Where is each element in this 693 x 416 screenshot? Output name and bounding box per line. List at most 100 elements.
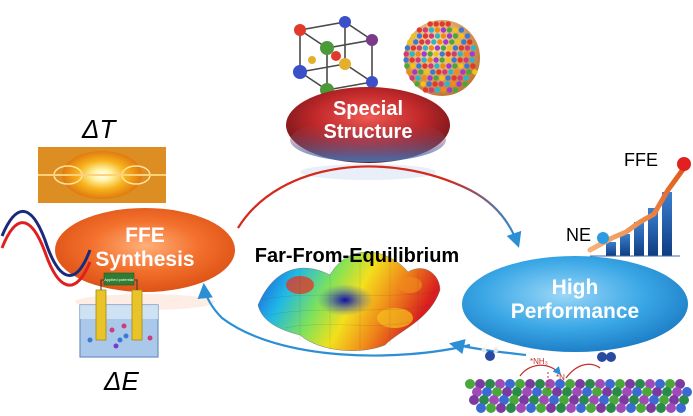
nanoparticle-atom [451, 51, 457, 57]
surface-atom [535, 379, 545, 389]
surface-atom [602, 387, 612, 397]
nanoparticle-atom [416, 27, 423, 33]
nanoparticle-atom [416, 33, 423, 39]
electrochemical-cell-icon: Applied potential [79, 272, 159, 358]
nanoparticle-atom [449, 39, 455, 45]
nanoparticle-atom [466, 69, 472, 75]
nanoparticle-atom [438, 81, 444, 87]
surface-atom [559, 395, 569, 405]
nh3-label: *NH₃ [530, 357, 548, 366]
nanoparticle-atom [410, 63, 416, 69]
surface-atom [635, 379, 645, 389]
nanoparticle-atom [452, 63, 458, 69]
surface-atom [605, 379, 615, 389]
nanoparticle-atom [415, 51, 421, 57]
nanoparticle-atom [450, 81, 456, 87]
surface-atom [576, 403, 586, 413]
nanoparticle-atom [444, 81, 450, 87]
energy-landscape-surface [257, 251, 441, 352]
surface-atom [509, 395, 519, 405]
nanoparticle-atom [452, 33, 459, 39]
nanoparticle-atom [403, 51, 409, 57]
surface-atom [622, 387, 632, 397]
nanoparticle-atom [445, 21, 451, 27]
surface-atom [562, 387, 572, 397]
surface-atom [669, 395, 679, 405]
surface-atom [619, 395, 629, 405]
surface-atom [552, 387, 562, 397]
surface-atom [629, 395, 639, 405]
surface-atom [606, 403, 616, 413]
nanoparticle-atom [412, 69, 418, 75]
surface-atom [649, 395, 659, 405]
surface-atom [599, 395, 609, 405]
surface-atom [546, 403, 556, 413]
nanoparticle-atom [422, 63, 428, 69]
nanoparticle-atom [464, 33, 471, 39]
surface-atom [676, 403, 686, 413]
nanoparticle-atom [434, 45, 441, 51]
surface-atom [502, 387, 512, 397]
surface-atom [476, 403, 486, 413]
surface-atom [639, 395, 649, 405]
nanoparticle-atom [433, 75, 439, 81]
nanoparticle-atom [434, 33, 441, 39]
surface-atom [679, 395, 689, 405]
surface-atom [675, 379, 685, 389]
surface-atom [515, 379, 525, 389]
nanoparticle-atom [452, 87, 459, 93]
nanoparticle-atom [428, 87, 435, 93]
nanoparticle-atom [446, 45, 453, 51]
nanoparticle-atom [406, 69, 412, 75]
ffe-synthesis-line2: Synthesis [95, 248, 195, 272]
surface-atom [645, 379, 655, 389]
surface-atom [659, 395, 669, 405]
crystal-lattice-icon [293, 16, 378, 97]
surface-atom [652, 387, 662, 397]
nanoparticle-atom [427, 75, 433, 81]
nanoparticle-atom [414, 81, 420, 87]
nanoparticle-atom [455, 39, 461, 45]
ne-marker [597, 232, 609, 244]
surface-atom [555, 379, 565, 389]
nanoparticle-atom [422, 87, 429, 93]
nanoparticle-atom [439, 51, 445, 57]
surface-atom [565, 379, 575, 389]
nanoparticle-atom [472, 69, 478, 75]
surface-atom [642, 387, 652, 397]
nanoparticle-atom [424, 69, 430, 75]
nanoparticle-atom [457, 75, 463, 81]
surface-atom [549, 395, 559, 405]
surface-atom [479, 395, 489, 405]
nanoparticle-atom [469, 51, 475, 57]
surface-atom [579, 395, 589, 405]
nanoparticle-atom [470, 45, 477, 51]
nanoparticle-atom [418, 69, 424, 75]
special-structure-line1: Special [332, 98, 404, 120]
nanoparticle-atom [458, 45, 465, 51]
nanoparticle-atom [416, 63, 422, 69]
surface-atom [585, 379, 595, 389]
center-title: Far-From-Equilibrium [254, 245, 460, 267]
nanoparticle-atom [426, 81, 432, 87]
nanoparticle-atom [416, 45, 423, 51]
high-performance-label: High Performance [490, 276, 660, 324]
surface-atom [595, 379, 605, 389]
nanoparticle-atom [422, 33, 429, 39]
high-performance-line1: High [551, 276, 599, 299]
surface-atom [625, 379, 635, 389]
surface-atom [469, 395, 479, 405]
nanoparticle-atom [404, 45, 411, 51]
surface-atom [656, 403, 666, 413]
nanoparticle-atom [413, 39, 419, 45]
nanoparticle-atom [448, 69, 454, 75]
nanoparticle-atom [443, 39, 449, 45]
nanoparticle-atom [422, 45, 429, 51]
nanoparticle-atom [458, 63, 464, 69]
special-structure-line2: Structure [323, 121, 413, 143]
nanoparticle-atom [458, 27, 465, 33]
surface-atom [666, 403, 676, 413]
n-label: *N [556, 373, 565, 382]
nanoparticle-atom [452, 45, 459, 51]
nanoparticle-atom [437, 39, 443, 45]
